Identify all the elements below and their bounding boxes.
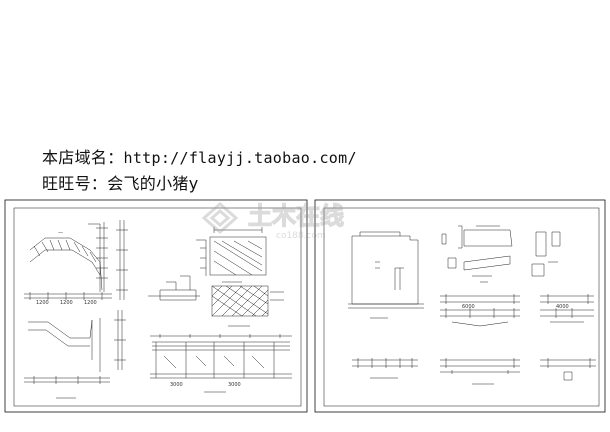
watermark-subtext: co188.com [276,231,326,241]
bottom-strips [352,358,596,385]
svg-text:1200: 1200 [36,300,49,306]
wall-detail [148,227,267,301]
hatched-panel [211,285,284,327]
wangwang-line: 旺旺号：会飞的小猪y [42,170,198,194]
dimension-labels: 1200 1200 1200 3000 3000 6000 4000 [36,300,569,388]
section-details [441,225,561,283]
svg-text:1200: 1200 [60,300,73,306]
svg-text:4000: 4000 [556,304,569,310]
watermark-logo: 土木在线 co188.com [201,201,345,241]
right-frame [314,199,606,413]
svg-text:3000: 3000 [170,382,183,388]
beam-strips [440,294,594,327]
watermark-icon [201,202,239,234]
svg-text:3000: 3000 [228,382,241,388]
wangwang-label: 旺旺号： [42,174,108,193]
railing-elevation [150,334,292,393]
watermark-text: 土木在线 [248,202,344,230]
caption-1: — [58,230,63,236]
shop-label: 本店域名： [42,148,124,167]
elevation-view [348,231,424,319]
shop-url-line: 本店域名：http://flayjj.taobao.com/ [42,144,357,168]
svg-text:1200: 1200 [84,300,97,306]
svg-text:6000: 6000 [462,304,475,310]
left-frame [4,199,308,413]
ramp-section [24,310,126,399]
stair-plan-detail [24,220,128,300]
wangwang-name: 会飞的小猪y [107,174,199,193]
shop-url: http://flayjj.taobao.com/ [123,149,357,167]
